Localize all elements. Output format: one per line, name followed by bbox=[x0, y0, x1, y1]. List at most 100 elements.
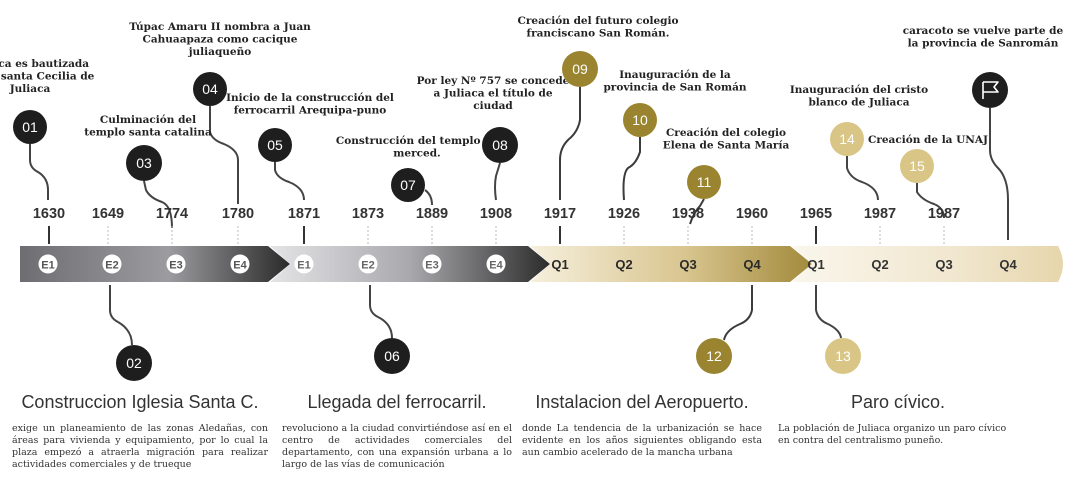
bar-segment-q-1 bbox=[530, 246, 812, 282]
event-marker: 03 bbox=[126, 145, 162, 181]
segment-label: Q3 bbox=[935, 257, 952, 272]
event-caption: templo santa catalina bbox=[84, 127, 212, 139]
year-label: 1908 bbox=[480, 206, 512, 222]
segment-badge bbox=[102, 254, 122, 274]
event-caption: Culminación del bbox=[100, 114, 196, 126]
event-caption: blanco de Juliaca bbox=[808, 97, 909, 109]
event-circle bbox=[830, 122, 864, 156]
year-label: 1871 bbox=[288, 206, 320, 222]
event-circle bbox=[116, 345, 152, 381]
panel-title: Construccion Iglesia Santa C. bbox=[21, 392, 259, 412]
event-number: 12 bbox=[706, 348, 722, 364]
panel-title: Paro cívico. bbox=[850, 392, 946, 412]
event-caption: Creación de la UNAJ bbox=[868, 134, 988, 146]
year-label: 1938 bbox=[672, 206, 704, 222]
event-circle bbox=[900, 149, 934, 183]
event-marker: 04 bbox=[193, 72, 227, 106]
event-caption: Inicio de la construcción del bbox=[226, 92, 394, 104]
connector-line bbox=[209, 106, 239, 204]
segment-label: E2 bbox=[361, 260, 374, 272]
event-circle bbox=[972, 72, 1008, 108]
event-caption: como santa Cecilia de bbox=[0, 71, 95, 83]
event-caption: Creación del futuro colegio bbox=[518, 15, 679, 27]
segment-badge bbox=[166, 254, 186, 274]
year-label: 1987 bbox=[864, 206, 896, 222]
connector-line bbox=[109, 285, 133, 346]
event-caption: Por ley Nº 757 se concede bbox=[417, 75, 570, 87]
event-caption: Juliaca bbox=[9, 83, 51, 95]
event-caption: juliaqueño bbox=[188, 46, 252, 58]
year-label: 1780 bbox=[222, 206, 254, 222]
connector-lines bbox=[29, 87, 1009, 346]
year-label: 1917 bbox=[544, 206, 576, 222]
event-number: 10 bbox=[632, 112, 648, 128]
event-marker: 12 bbox=[696, 338, 732, 374]
event-caption: Juliaca es bautizada bbox=[0, 58, 89, 70]
event-circle bbox=[687, 165, 721, 199]
event-captions: Juliaca es bautizadacomo santa Cecilia d… bbox=[0, 15, 1064, 160]
event-marker: 05 bbox=[258, 128, 292, 162]
connector-line bbox=[622, 137, 641, 201]
event-circle bbox=[374, 338, 410, 374]
event-number: 11 bbox=[697, 174, 712, 190]
event-caption: caracoto se vuelve parte de bbox=[903, 25, 1064, 37]
segment-label: E2 bbox=[105, 260, 118, 272]
event-caption: Inauguración del cristo bbox=[790, 84, 928, 96]
connector-line bbox=[369, 285, 393, 339]
year-label: 1649 bbox=[92, 206, 124, 222]
panel-paro-civico: Paro cívico. La población de Juliaca org… bbox=[778, 392, 1018, 447]
year-label: 1630 bbox=[33, 206, 65, 222]
year-label: 1774 bbox=[156, 206, 188, 222]
event-number: 05 bbox=[267, 137, 283, 153]
event-marker: 10 bbox=[623, 103, 657, 137]
segment-label: Q1 bbox=[551, 257, 568, 272]
event-caption: Elena de Santa María bbox=[663, 140, 790, 152]
event-circle bbox=[482, 127, 518, 163]
panel-text: revoluciono a la ciudad convirtiéndose a… bbox=[282, 423, 512, 470]
connector-line bbox=[815, 285, 842, 339]
event-number: 15 bbox=[909, 158, 925, 174]
bar-segment-e-1 bbox=[20, 246, 290, 282]
event-marker: 15 bbox=[900, 149, 934, 183]
panel-text: La población de Juliaca organizo un paro… bbox=[778, 423, 1007, 446]
event-marker: 09 bbox=[562, 51, 598, 87]
connector-line bbox=[494, 162, 501, 201]
segment-label: Q2 bbox=[615, 257, 632, 272]
event-marker bbox=[972, 72, 1008, 108]
segment-label: E3 bbox=[425, 260, 438, 272]
event-circle bbox=[623, 103, 657, 137]
segment-label: Q4 bbox=[999, 257, 1017, 272]
segment-label: Q1 bbox=[807, 257, 824, 272]
event-caption: ciudad bbox=[473, 100, 513, 112]
segment-label: E3 bbox=[169, 260, 182, 272]
segment-badge bbox=[422, 254, 442, 274]
event-number: 07 bbox=[400, 177, 416, 193]
connector-line bbox=[689, 198, 705, 225]
segment-label: Q2 bbox=[871, 257, 888, 272]
event-circle bbox=[825, 338, 861, 374]
year-label: 1987 bbox=[928, 206, 960, 222]
event-number: 09 bbox=[572, 61, 588, 77]
event-number: 03 bbox=[136, 155, 152, 171]
event-caption: la provincia de Sanromán bbox=[908, 38, 1059, 50]
event-circle bbox=[193, 72, 227, 106]
event-caption: provincia de San Román bbox=[603, 82, 746, 94]
event-circle bbox=[562, 51, 598, 87]
segment-label: Q4 bbox=[743, 257, 761, 272]
connector-line bbox=[143, 180, 173, 229]
segment-label: E1 bbox=[297, 260, 310, 272]
bar-segment-q-2 bbox=[792, 246, 1063, 282]
year-label: 1889 bbox=[416, 206, 448, 222]
event-circle bbox=[126, 145, 162, 181]
connector-line bbox=[723, 285, 753, 341]
event-circle bbox=[696, 338, 732, 374]
year-label: 1965 bbox=[800, 206, 832, 222]
event-caption: Túpac Amaru II nombra a Juan bbox=[129, 21, 311, 33]
event-marker: 14 bbox=[830, 122, 864, 156]
event-circle bbox=[258, 128, 292, 162]
segment-badge bbox=[230, 254, 250, 274]
event-number: 06 bbox=[384, 348, 400, 364]
